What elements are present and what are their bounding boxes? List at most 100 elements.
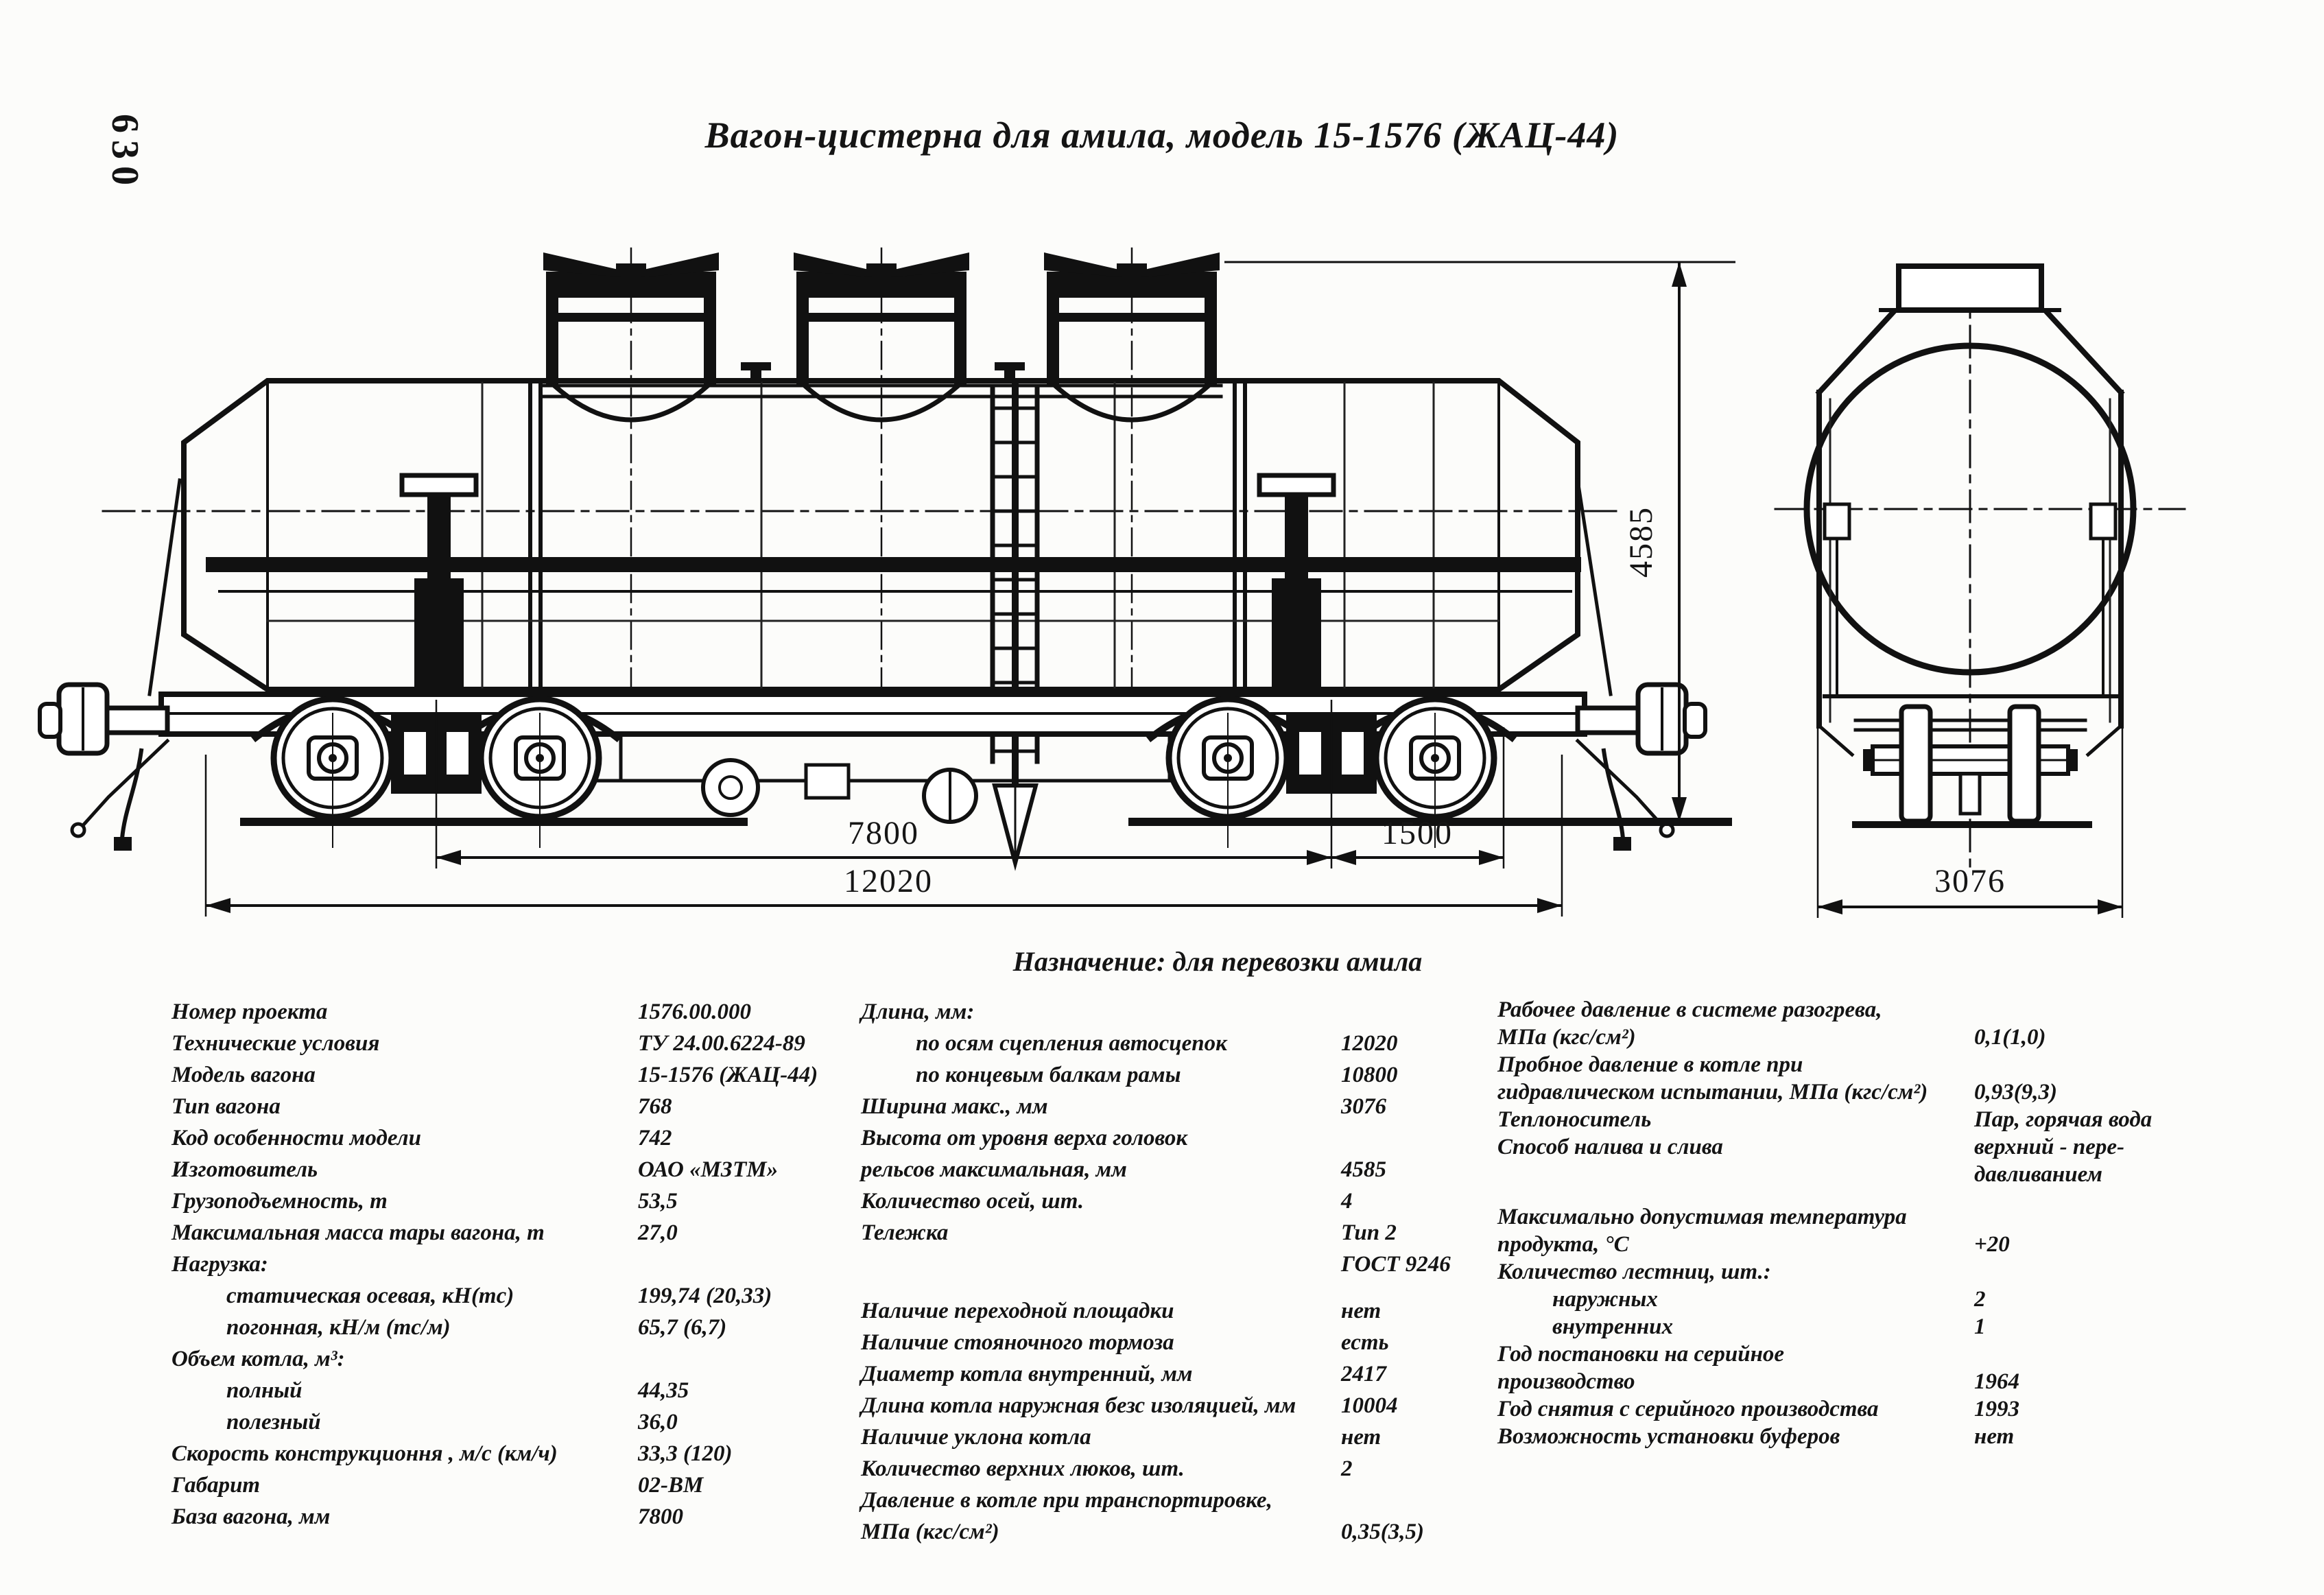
spec-row: статическая осевая, кН(тс) 199,74 (20,33… <box>171 1280 857 1312</box>
spec-label: Год снятия с серийного производства <box>1497 1397 1879 1421</box>
spec-row: Длина котла наружная безс изоляцией, мм … <box>861 1390 1502 1421</box>
spec-value <box>1341 1485 1502 1516</box>
technical-drawing: 7800 1500 12020 4585 3076 <box>0 247 2186 918</box>
spec-value: есть <box>1341 1330 1389 1355</box>
spec-row: Количество лестниц, шт.: <box>1497 1258 2266 1286</box>
spec-row: Тележка Тип 2 <box>861 1217 1502 1249</box>
spec-label: Максимальная масса тары вагона, т <box>171 1220 545 1245</box>
spec-label: полный <box>226 1378 303 1403</box>
spec-row: Количество верхних люков, шт. 2 <box>861 1453 1502 1485</box>
spec-value: 12020 <box>1341 1031 1398 1056</box>
page-title: Вагон-цистерна для амила, модель 15-1576… <box>704 115 1620 156</box>
spec-row: Модель вагона 15-1576 (ЖАЦ-44) <box>171 1059 857 1091</box>
spec-row: Номер проекта 1576.00.000 <box>171 996 857 1028</box>
spec-label: Код особенности модели <box>171 1126 421 1150</box>
dimension-length-over-couplers: 12020 <box>844 863 933 899</box>
spec-label: Длина котла наружная безс изоляцией, мм <box>861 1393 1296 1418</box>
spec-row: производство 1964 <box>1497 1368 2266 1395</box>
spec-label: Изготовитель <box>171 1157 318 1182</box>
dimension-bogie-base: 7800 <box>848 815 919 851</box>
spec-value: 65,7 (6,7) <box>638 1315 727 1340</box>
spec-row: Наличие переходной площадки нет <box>861 1295 1502 1327</box>
spec-row: Год постановки на серийное <box>1497 1340 2266 1368</box>
spec-row: Пробное давление в котле при <box>1497 1051 2266 1078</box>
spec-row: продукта, °С +20 <box>1497 1231 2266 1258</box>
spec-value: 1576.00.000 <box>638 1000 751 1024</box>
spec-label: Возможность установки буферов <box>1497 1424 1840 1449</box>
spec-label: Модель вагона <box>171 1063 316 1087</box>
spec-row: Габарит 02-ВМ <box>171 1469 857 1501</box>
spec-value <box>638 1343 857 1375</box>
spec-value: 2417 <box>1341 1362 1386 1386</box>
spec-label: гидравлическом испытании, МПа (кгс/см²) <box>1497 1080 1928 1104</box>
spec-label: База вагона, мм <box>171 1504 331 1529</box>
spec-row: полезный 36,0 <box>171 1406 857 1438</box>
spec-value: 36,0 <box>638 1410 678 1434</box>
spec-row: Тип вагона 768 <box>171 1091 857 1122</box>
spec-row: внутренних 1 <box>1497 1313 2266 1340</box>
spec-value: 0,1(1,0) <box>1974 1025 2046 1050</box>
spec-label: Длина, мм: <box>861 1000 975 1024</box>
spec-value <box>638 1249 857 1280</box>
spec-value: нет <box>1341 1425 1382 1450</box>
spec-value: 02-ВМ <box>638 1473 704 1498</box>
spec-value: 1993 <box>1974 1397 2019 1421</box>
spec-value: 53,5 <box>638 1189 678 1214</box>
spec-row: Высота от уровня верха головок <box>861 1122 1502 1154</box>
spec-column-general: Номер проекта 1576.00.000 Технические ус… <box>171 996 857 1533</box>
spec-label: Наличие уклона котла <box>861 1425 1091 1450</box>
spec-row: Максимально допустимая температура <box>1497 1203 2266 1231</box>
spec-value: 44,35 <box>638 1378 689 1403</box>
spec-row: База вагона, мм 7800 <box>171 1501 857 1533</box>
spec-label: Наличие стояночного тормоза <box>861 1330 1174 1355</box>
spec-label: Количество верхних люков, шт. <box>861 1456 1185 1481</box>
spec-label: Скорость конструкционня , м/с (км/ч) <box>171 1441 558 1466</box>
spec-column-service: Рабочее давление в системе разогрева, МП… <box>1497 996 2266 1450</box>
spec-label: МПа (кгс/см²) <box>1497 1025 1636 1050</box>
spec-value <box>1974 996 2266 1024</box>
spec-value: 742 <box>638 1126 672 1150</box>
spec-value: 1 <box>1974 1314 1986 1339</box>
spec-row: погонная, кН/м (тс/м) 65,7 (6,7) <box>171 1312 857 1343</box>
spec-value: 4 <box>1341 1189 1353 1214</box>
spec-value: нет <box>1974 1424 2015 1449</box>
spec-row: давливанием <box>1497 1161 2266 1188</box>
spec-label: погонная, кН/м (тс/м) <box>226 1315 451 1340</box>
spec-row: полный 44,35 <box>171 1375 857 1406</box>
spec-label: Диаметр котла внутренний, мм <box>861 1362 1193 1386</box>
spec-label: Рабочее давление в системе разогрева, <box>1497 997 1882 1022</box>
spec-row: Наличие стояночного тормоза есть <box>861 1327 1502 1358</box>
spec-row: Давление в котле при транспортировке, <box>861 1485 1502 1516</box>
spec-row: Рабочее давление в системе разогрева, <box>1497 996 2266 1024</box>
spec-label: Технические условия <box>171 1031 380 1056</box>
spec-value <box>1974 1051 2266 1078</box>
spec-value: +20 <box>1974 1232 2010 1257</box>
spec-value: 2 <box>1341 1456 1353 1481</box>
spec-value: Тип 2 <box>1341 1220 1397 1245</box>
spec-value: 33,3 (120) <box>638 1441 733 1466</box>
spec-label: Тележка <box>861 1220 949 1245</box>
spec-label: наружных <box>1552 1287 1658 1312</box>
spec-row: Способ налива и слива верхний - пере- <box>1497 1133 2266 1161</box>
dimension-max-width: 3076 <box>1934 863 2006 899</box>
spec-value: 27,0 <box>638 1220 678 1245</box>
spec-label: МПа (кгс/см²) <box>861 1520 999 1544</box>
spec-value: 4585 <box>1341 1157 1386 1182</box>
end-view <box>1774 263 2186 873</box>
spec-row: Объем котла, м³: <box>171 1343 857 1375</box>
spec-column-dimensions: Длина, мм: по осям сцепления автосцепок … <box>861 996 1502 1548</box>
spec-row: Диаметр котла внутренний, мм 2417 <box>861 1358 1502 1390</box>
spec-label: Нагрузка: <box>171 1252 268 1277</box>
spec-value: 3076 <box>1341 1094 1386 1119</box>
spec-row: Скорость конструкционня , м/с (км/ч) 33,… <box>171 1438 857 1469</box>
spec-row: ГОСТ 9246 <box>861 1249 1502 1280</box>
spec-label <box>861 1249 1341 1280</box>
spec-label: статическая осевая, кН(тс) <box>226 1284 514 1308</box>
spec-value <box>1974 1340 2266 1368</box>
spec-label: Количество лестниц, шт.: <box>1497 1260 1771 1284</box>
spec-value: 10004 <box>1341 1393 1398 1418</box>
spec-row: по осям сцепления автосцепок 12020 <box>861 1028 1502 1059</box>
spec-row: Возможность установки буферов нет <box>1497 1423 2266 1450</box>
spec-label: Ширина макс., мм <box>861 1094 1048 1119</box>
spec-label: по концевым балкам рамы <box>916 1063 1181 1087</box>
